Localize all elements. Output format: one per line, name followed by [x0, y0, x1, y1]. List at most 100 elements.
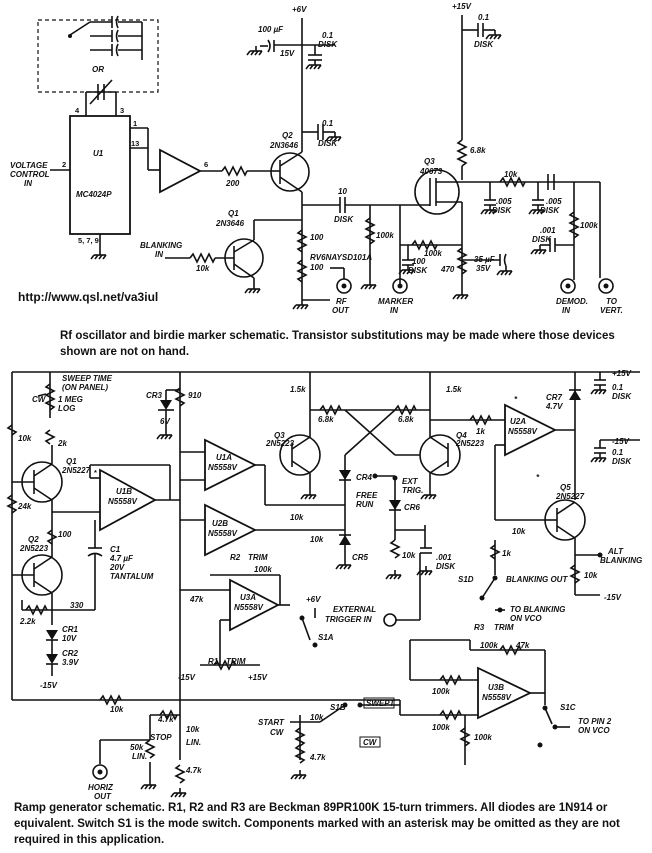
- cr1-voltage-label: 10V: [62, 634, 77, 643]
- r100b-label: 100: [310, 263, 324, 272]
- c005a-label: .005: [496, 197, 512, 206]
- r68k-b-label: 6.8k: [398, 415, 414, 424]
- u1b-label: U1B: [116, 487, 132, 496]
- stop-label: STOP: [150, 733, 172, 742]
- blanking-in-label-1: BLANKING: [140, 241, 182, 250]
- u1a-opamp: [204, 438, 258, 492]
- buffer-amp: [159, 148, 202, 194]
- r10k-3-label: 10k: [310, 535, 324, 544]
- to-blanking-label-2: ON VCO: [510, 614, 542, 623]
- c005b-label: .005: [546, 197, 562, 206]
- to-vert-label-1: TO: [606, 297, 618, 306]
- cr3-label: CR3: [146, 391, 163, 400]
- r47k-2-label: 47k: [515, 641, 530, 650]
- r24k-label: 24k: [17, 502, 32, 511]
- ramp-q2-label: Q2: [28, 535, 39, 544]
- s1b-label: S1B: [330, 703, 346, 712]
- c01-label-b: 0.1: [322, 119, 334, 128]
- to-pin2-label-1: TO PIN 2: [578, 717, 612, 726]
- r10k-9-label: 10k: [186, 725, 200, 734]
- cr2-label: CR2: [62, 649, 79, 658]
- disk-label-g: DISK: [532, 235, 552, 244]
- r15k-b-label: 1.5k: [446, 385, 462, 394]
- u1a-part-label: N5558V: [208, 463, 238, 472]
- r2k-label: 2k: [57, 439, 67, 448]
- u3a-label: U3A: [240, 593, 256, 602]
- free-run-label-2: RUN: [356, 500, 374, 509]
- ext-trig-label-1: EXT: [402, 477, 419, 486]
- rf-oscillator-labels: OR 4 3 1 13 2 U1 MC4024P 5, 7, 9 VOLTAGE…: [10, 2, 623, 315]
- to-pin2-label-2: ON VCO: [578, 726, 610, 735]
- r10k-label: 10k: [196, 264, 210, 273]
- r47k-4-label: 4.7k: [157, 715, 174, 724]
- r10k-1-label: 10k: [18, 434, 32, 443]
- c001-ramp-label: .001: [436, 553, 452, 562]
- u1a-label: U1A: [216, 453, 232, 462]
- c1-type-label: TANTALUM: [110, 572, 154, 581]
- top-caption: Rf oscillator and birdie marker schemati…: [60, 330, 615, 358]
- u2b-label: U2B: [212, 519, 228, 528]
- q1-label: Q1: [228, 209, 239, 218]
- r68k-label: 6.8k: [470, 146, 486, 155]
- asterisk-cr7: *: [514, 395, 518, 404]
- u3b-part-label: N5558V: [482, 693, 512, 702]
- plus6v-label: +6V: [292, 5, 307, 14]
- r100k-a-label: 100k: [376, 231, 394, 240]
- trim-a-label: TRIM: [248, 553, 268, 562]
- u1-gnd-pins-label: 5, 7, 9: [78, 236, 99, 245]
- r1k-b-label: 1k: [502, 549, 511, 558]
- disk-ramp-label-c: DISK: [612, 457, 632, 466]
- u3a-part-label: N5558V: [234, 603, 264, 612]
- disk-label-a: DISK: [318, 40, 338, 49]
- r10k-b-label: 10k: [504, 170, 518, 179]
- demod-in-label-2: IN: [562, 306, 570, 315]
- ramp-q5-label: Q5: [560, 483, 571, 492]
- r2-label: R2: [230, 553, 241, 562]
- ramp-generator-labels: SWEEP TIME (ON PANEL) CW 1 MEG LOG 10k 2…: [17, 369, 642, 801]
- u1b-part-label: N5558V: [108, 497, 138, 506]
- m15v-label-d: -15V: [604, 593, 622, 602]
- r100k-b-label: 100k: [580, 221, 598, 230]
- r100k-4-label: 100k: [432, 723, 450, 732]
- c1-value-label: 4.7 µF: [109, 554, 134, 563]
- pin-4-label: 4: [75, 106, 80, 115]
- c100uf-voltage-label: 15V: [280, 49, 295, 58]
- disk-label-f: DISK: [540, 206, 560, 215]
- r47k-1-label: 47k: [189, 595, 204, 604]
- r68k-a-label: 6.8k: [318, 415, 334, 424]
- c100uf-label: 100 µF: [258, 25, 284, 34]
- r10k-2-label: 10k: [290, 513, 304, 522]
- m15v-label-a: -15V: [40, 681, 58, 690]
- r1-label: R1: [208, 657, 219, 666]
- r22k-label: 2.2k: [19, 617, 36, 626]
- r100k-2-label: 100k: [480, 641, 498, 650]
- u2b-part-label: N5558V: [208, 529, 238, 538]
- p15v-label-a: +15V: [248, 673, 268, 682]
- ramp-q2-part-label: 2N5223: [19, 544, 49, 553]
- ramp-q4-label: Q4: [456, 431, 467, 440]
- trim-b-label: TRIM: [226, 657, 246, 666]
- r100k-3-label: 100k: [432, 687, 450, 696]
- horiz-out-label-1: HORIZ: [88, 783, 114, 792]
- u1b-opamp: [99, 468, 157, 532]
- rf-out-label-2: OUT: [332, 306, 350, 315]
- marker-in-jack: [392, 278, 408, 294]
- c35uf-label: 35 µF: [474, 255, 496, 264]
- pin-2-label: 2: [62, 160, 66, 169]
- q2-part-label: 2N3646: [269, 141, 299, 150]
- pin-13-label: 13: [131, 139, 139, 148]
- ramp-q3-label: Q3: [274, 431, 285, 440]
- r10k-7-label: 10k: [110, 705, 124, 714]
- s1d-label: S1D: [458, 575, 474, 584]
- disk-ramp-label-a: DISK: [436, 562, 456, 571]
- r1k-a-label: 1k: [476, 427, 485, 436]
- marker-in-label-2: IN: [390, 306, 398, 315]
- source-url: http://www.qsl.net/va3iul: [18, 290, 159, 304]
- lin-label-a: LIN.: [132, 752, 147, 761]
- r10k-4-label: 10k: [402, 551, 416, 560]
- cr1-label: CR1: [62, 625, 79, 634]
- sweep-time-label-1: SWEEP TIME: [62, 374, 113, 383]
- q3-part-label: 40673: [419, 167, 443, 176]
- cr2-voltage-label: 3.9V: [62, 658, 79, 667]
- cr7-label: CR7: [546, 393, 563, 402]
